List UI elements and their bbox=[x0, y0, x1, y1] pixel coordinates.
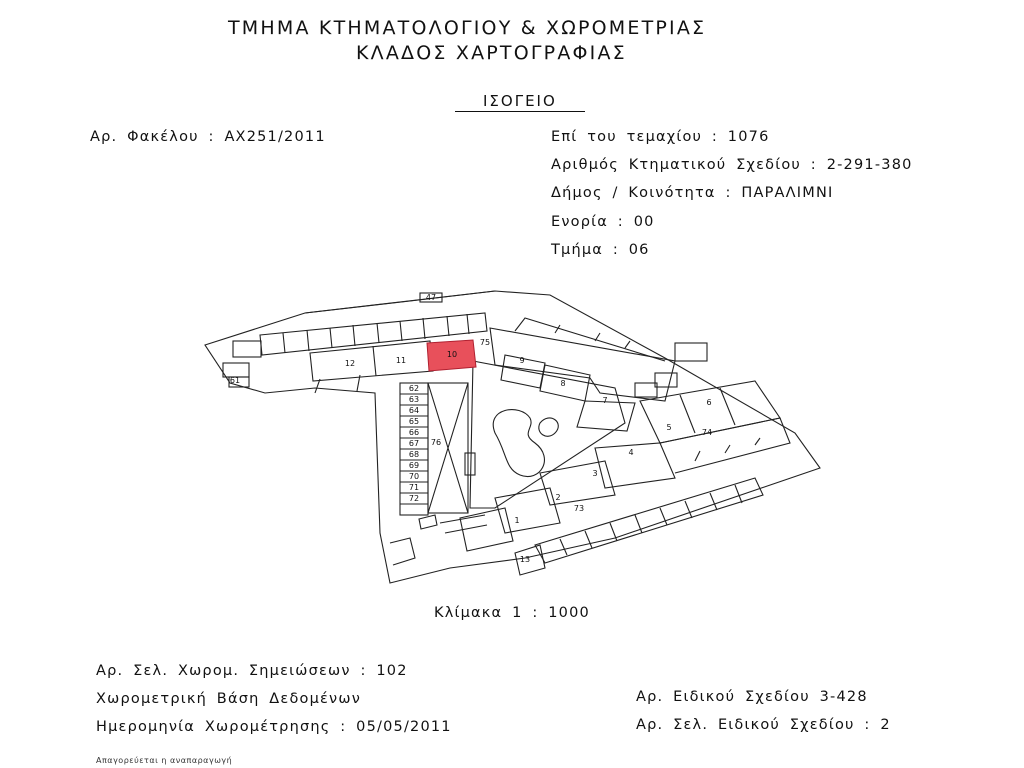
unit-label-66: 66 bbox=[409, 428, 419, 437]
plot-number: Επί του τεμαχίου : 1076 bbox=[551, 129, 770, 145]
unit-label-72: 72 bbox=[409, 494, 419, 503]
unit-label-71: 71 bbox=[409, 483, 419, 492]
municipality: Δήμος / Κοινότητα : ΠΑΡΑΛΙΜΝΙ bbox=[551, 185, 834, 201]
unit-label-76: 76 bbox=[431, 438, 441, 447]
department-title: ΤΜΗΜΑ ΚΤΗΜΑΤΟΛΟΓΙΟΥ & ΧΩΡΟΜΕΤΡΙΑΣ bbox=[228, 17, 707, 39]
branch-title: ΚΛΑΔΟΣ ΧΑΡΤΟΓΡΑΦΙΑΣ bbox=[356, 42, 627, 64]
unit-label-75: 75 bbox=[480, 338, 490, 347]
unit-label-70: 70 bbox=[409, 472, 419, 481]
special-plan-page: Αρ. Σελ. Ειδικού Σχεδίου : 2 bbox=[636, 717, 891, 733]
unit-label-9: 9 bbox=[519, 356, 524, 365]
survey-date: Ημερομηνία Χωρομέτρησης : 05/05/2011 bbox=[96, 719, 452, 735]
unit-label-2: 2 bbox=[555, 493, 560, 502]
unit-label-69: 69 bbox=[409, 461, 419, 470]
unit-label-65: 65 bbox=[409, 417, 419, 426]
unit-label-3: 3 bbox=[592, 469, 597, 478]
unit-label-4: 4 bbox=[628, 448, 633, 457]
unit-label-74: 74 bbox=[702, 428, 712, 437]
file-number: Αρ. Φακέλου : ΑΧ251/2011 bbox=[90, 129, 326, 145]
unit-label-63: 63 bbox=[409, 395, 419, 404]
survey-database: Χωρομετρική Βάση Δεδομένων bbox=[96, 691, 361, 707]
unit-label-64: 64 bbox=[409, 406, 419, 415]
floor-title: ΙΣΟΓΕΙΟ bbox=[455, 92, 585, 112]
unit-label-67: 67 bbox=[409, 439, 419, 448]
site-plan: 10 11 12 9 8 7 6 5 4 3 2 1 13 47 61 62 6… bbox=[204, 290, 821, 584]
unit-label-10: 10 bbox=[447, 350, 457, 359]
unit-label-1: 1 bbox=[514, 516, 519, 525]
section: Τμήμα : 06 bbox=[551, 242, 650, 258]
unit-label-6: 6 bbox=[706, 398, 711, 407]
unit-label-73: 73 bbox=[574, 504, 584, 513]
unit-label-11: 11 bbox=[396, 356, 406, 365]
scale-label: Κλίμακα 1 : 1000 bbox=[434, 605, 590, 621]
reproduction-disclaimer: Απαγορεύεται η αναπαραγωγή bbox=[96, 756, 233, 765]
unit-label-7: 7 bbox=[602, 396, 607, 405]
unit-label-47: 47 bbox=[426, 293, 436, 302]
unit-label-5: 5 bbox=[666, 423, 671, 432]
pool-outline bbox=[492, 409, 545, 478]
cadastral-plan-number: Αριθμός Κτηματικού Σχεδίου : 2-291-380 bbox=[551, 157, 913, 173]
unit-label-68: 68 bbox=[409, 450, 419, 459]
unit-label-62: 62 bbox=[409, 384, 419, 393]
unit-label-12: 12 bbox=[345, 359, 355, 368]
survey-notes-page: Αρ. Σελ. Χωρομ. Σημειώσεων : 102 bbox=[96, 663, 408, 679]
unit-label-61: 61 bbox=[230, 376, 240, 385]
unit-10-highlight bbox=[426, 339, 477, 372]
unit-label-8: 8 bbox=[560, 379, 565, 388]
special-plan-number: Αρ. Ειδικού Σχεδίου 3-428 bbox=[636, 689, 868, 705]
site-boundary bbox=[204, 290, 821, 584]
parish: Ενορία : 00 bbox=[551, 214, 655, 230]
unit-label-13: 13 bbox=[520, 555, 530, 564]
